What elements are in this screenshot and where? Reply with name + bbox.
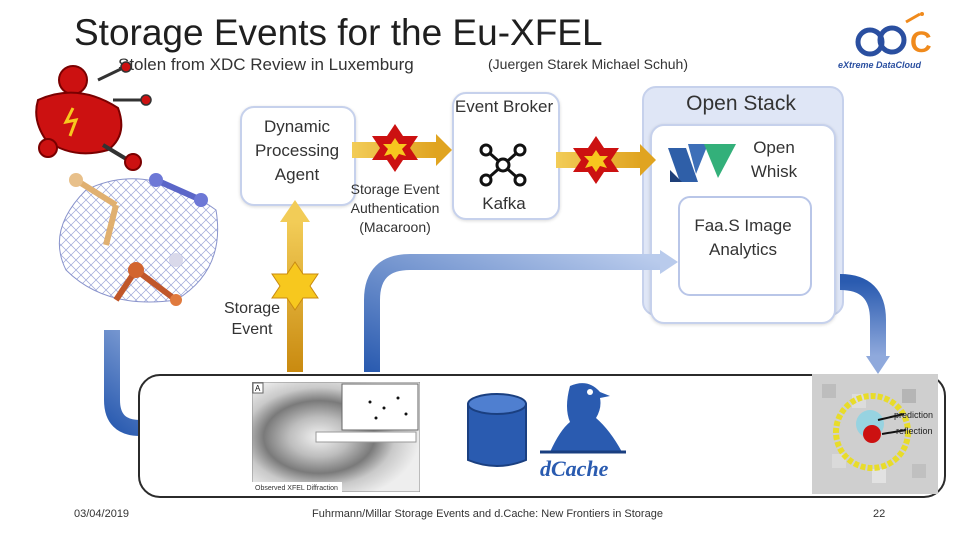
storage-event-label: Storage Event xyxy=(223,300,281,338)
logo-caption: eXtreme DataCloud xyxy=(838,60,922,70)
faas-arrowhead xyxy=(660,250,678,274)
logo-letter: C xyxy=(910,26,932,59)
dcache-bird-icon xyxy=(540,383,626,454)
xdc-logo: C xyxy=(855,12,932,59)
openwhisk-arrowhead xyxy=(640,144,656,176)
reflection-spot xyxy=(863,425,881,443)
prediction-ring xyxy=(833,393,911,471)
faas-to-result-flow xyxy=(839,274,886,356)
bond xyxy=(154,177,203,203)
page-number: 22 xyxy=(873,508,886,520)
event-star-yellow-2 xyxy=(584,150,608,172)
atom xyxy=(128,262,144,278)
faas-box xyxy=(678,196,812,296)
prediction-label: prediction xyxy=(894,410,933,420)
atom xyxy=(170,294,182,306)
event-star-yellow-1 xyxy=(383,138,407,160)
storage-event-authentication-label: Storage Event Authentication (Macaroon) xyxy=(350,181,440,235)
slide-subtitle: Stolen from XDC Review in Luxemburg xyxy=(118,55,414,74)
footer-citation: Fuhrmann/Millar Storage Events and d.Cac… xyxy=(312,508,663,520)
footer-date: 03/04/2019 xyxy=(74,508,130,520)
openwhisk-logo-icon xyxy=(668,144,736,182)
reflection-label: reflection xyxy=(896,426,933,436)
pixel-noise xyxy=(822,384,926,483)
atom xyxy=(69,173,83,187)
storage-event-star xyxy=(271,261,319,311)
openstack-label: Open Stack xyxy=(686,92,796,115)
robot-icon xyxy=(35,61,152,171)
event-broker-box xyxy=(452,92,560,220)
logo-ring-right xyxy=(877,25,907,55)
kafka-label: Kafka xyxy=(482,194,526,213)
authors-credit: (Juergen Starek Michael Schuh) xyxy=(488,56,688,72)
analysis-result-image: prediction reflection xyxy=(812,374,938,494)
broker-arrowhead xyxy=(436,134,452,166)
panel-letter: A xyxy=(255,384,261,393)
xfel-diffraction-image: Observed XFEL Diffraction A xyxy=(252,382,420,492)
atom xyxy=(149,173,163,187)
dcache-label: dCache xyxy=(540,456,609,481)
faas-label: Faa.S Image Analytics xyxy=(694,216,792,259)
storage-to-faas-flow xyxy=(364,254,660,372)
event-broker-label: Event Broker xyxy=(454,97,554,116)
logo-spark-dot xyxy=(920,12,924,16)
storage-event-arrowhead xyxy=(280,200,310,222)
slide-title: Storage Events for the Eu-XFEL xyxy=(74,12,603,53)
dynamic-processing-agent-label: Dynamic Processing Agent xyxy=(254,117,340,184)
molecule-illustration xyxy=(58,173,219,306)
bond xyxy=(103,204,119,246)
atom xyxy=(169,253,183,267)
bond xyxy=(74,177,118,208)
openwhisk-label: Open Whisk xyxy=(750,138,798,181)
logo-spark xyxy=(905,12,921,24)
atom xyxy=(194,193,208,207)
kafka-icon xyxy=(479,143,527,187)
result-arrowhead xyxy=(866,356,890,374)
xfel-caption: Observed XFEL Diffraction xyxy=(255,485,338,492)
database-icon xyxy=(467,393,527,467)
dynamic-processing-agent-box xyxy=(240,106,356,206)
bond xyxy=(134,267,178,303)
